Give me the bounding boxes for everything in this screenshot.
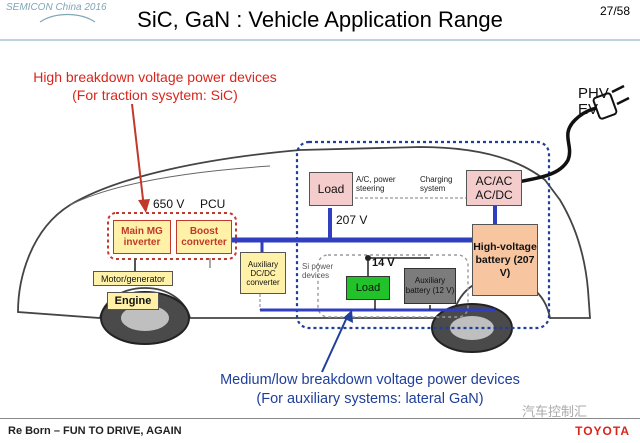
pcu-region: [107, 212, 237, 260]
main-mg-inverter: Main MG inverter: [113, 220, 171, 254]
page-number: 27/58: [599, 4, 630, 18]
load-top: Load: [309, 172, 353, 206]
medium-voltage-annotation: Medium/low breakdown voltage power devic…: [200, 371, 540, 409]
pcu-voltage: 650 V: [153, 197, 185, 211]
acac-acdc-converter: AC/AC AC/DC: [466, 170, 522, 206]
conference-name: SEMICON China 2016: [6, 2, 107, 13]
high-voltage-line2: (For traction sysytem: SiC): [72, 87, 238, 103]
boost-converter: Boost converter: [176, 220, 232, 254]
high-voltage-battery: High-voltage battery (207 V): [472, 224, 538, 296]
load-top-note: A/C, power steering: [356, 175, 396, 193]
pcu-label: PCU: [200, 197, 226, 211]
auxiliary-dcdc-converter: Auxiliary DC/DC converter: [240, 252, 286, 294]
ev-label: EV: [578, 101, 599, 118]
aux-voltage: 14 V: [372, 257, 395, 269]
load-green: Load: [346, 276, 390, 300]
medium-voltage-line1: Medium/low breakdown voltage power devic…: [220, 372, 520, 388]
auxiliary-region: [295, 140, 551, 330]
car-window-line: [69, 165, 271, 206]
medium-voltage-line2: (For auxiliary systems: lateral GaN): [256, 391, 484, 407]
engine: Engine: [107, 292, 159, 310]
high-voltage-annotation: High breakdown voltage power devices (Fo…: [5, 68, 305, 104]
phv-ev-label: PHV EV: [578, 86, 609, 118]
auxiliary-battery: Auxiliary battery (12 V): [404, 268, 456, 304]
watermark-text: 汽车控制汇: [522, 404, 588, 419]
charging-system-note: Charging system: [420, 175, 453, 193]
high-voltage-line1: High breakdown voltage power devices: [33, 69, 277, 85]
footer-slogan: Re Born – FUN TO DRIVE, AGAIN: [8, 425, 182, 437]
si-power-devices-note: Si power devices: [302, 262, 334, 280]
toyota-logo: TOYOTA: [575, 424, 630, 438]
slide-title: SiC, GaN : Vehicle Application Range: [137, 7, 503, 32]
motor-generator: Motor/generator: [93, 271, 173, 286]
plug-icon: [592, 92, 618, 120]
bus-voltage: 207 V: [336, 213, 368, 227]
footer-divider: [0, 418, 640, 419]
phv-label: PHV: [578, 85, 609, 102]
charging-cable: [511, 105, 611, 185]
